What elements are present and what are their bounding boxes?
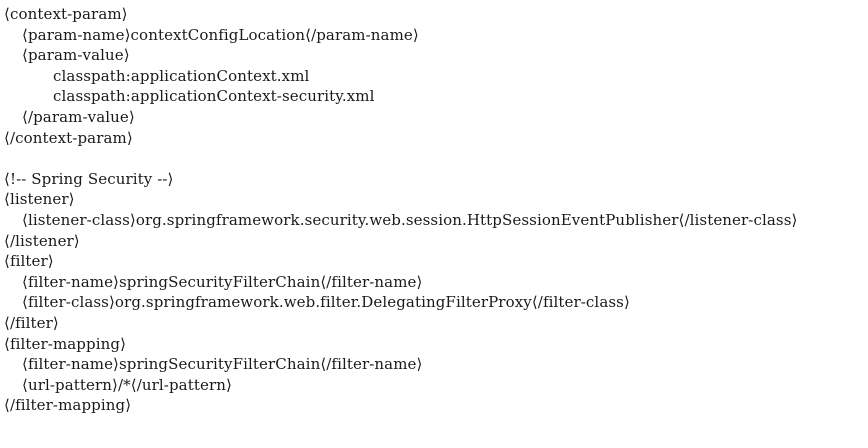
code-line: classpath:applicationContext.xml bbox=[53, 66, 310, 85]
code-line: classpath:applicationContext-security.xm… bbox=[53, 87, 375, 106]
code-line: ⟨filter-class⟩org.springframework.web.fi… bbox=[22, 293, 630, 312]
code-line: ⟨url-pattern⟩/*⟨/url-pattern⟩ bbox=[22, 375, 232, 394]
code-line: ⟨listener⟩ bbox=[4, 190, 75, 209]
blank-line bbox=[4, 148, 864, 169]
code-line: ⟨filter-mapping⟩ bbox=[4, 334, 127, 353]
code-line: ⟨param-value⟩ bbox=[22, 46, 130, 65]
code-line: ⟨/filter-mapping⟩ bbox=[4, 396, 132, 415]
code-line: ⟨/param-value⟩ bbox=[22, 107, 135, 126]
code-line: ⟨listener-class⟩org.springframework.secu… bbox=[22, 210, 798, 229]
code-line: ⟨filter-name⟩springSecurityFilterChain⟨/… bbox=[22, 272, 423, 291]
code-line: ⟨context-param⟩ bbox=[4, 5, 128, 23]
code-line: ⟨/context-param⟩ bbox=[4, 128, 133, 147]
code-line: ⟨/listener⟩ bbox=[4, 231, 80, 250]
code-line: ⟨filter⟩ bbox=[4, 252, 54, 271]
code-line: ⟨filter-name⟩springSecurityFilterChain⟨/… bbox=[22, 355, 423, 374]
xml-code-listing: ⟨context-param⟩ ⟨param-name⟩contextConfi… bbox=[4, 4, 864, 416]
code-line: ⟨/filter⟩ bbox=[4, 313, 59, 332]
code-line: ⟨param-name⟩contextConfigLocation⟨/param… bbox=[22, 25, 419, 44]
code-comment-line: ⟨!-- Spring Security --⟩ bbox=[4, 169, 174, 188]
